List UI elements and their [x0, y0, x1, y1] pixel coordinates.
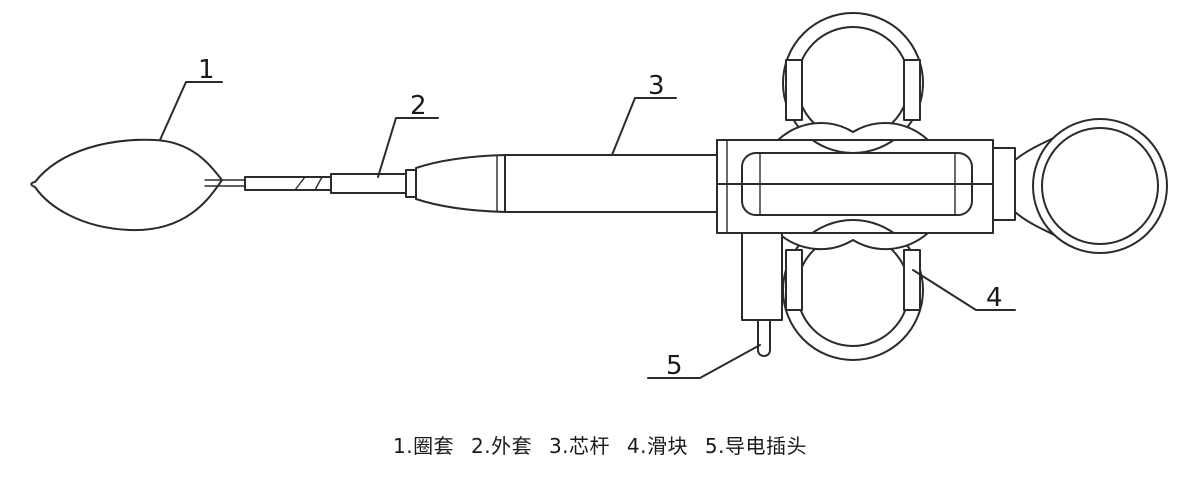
callout-4: 4 [986, 283, 1003, 313]
slider [777, 219, 929, 361]
callout-3: 3 [648, 71, 665, 101]
snare-loop [30, 138, 246, 232]
callout-5: 5 [666, 351, 683, 381]
leader-line-1 [159, 81, 223, 141]
callout-2: 2 [410, 91, 427, 121]
legend-item-5: 5.导电插头 [704, 434, 807, 458]
legend-item-1: 1.圈套 [393, 434, 455, 458]
leader-line-3 [611, 97, 677, 156]
leader-lines [159, 81, 1016, 379]
outer-sheath [244, 169, 417, 198]
leader-line-4 [912, 269, 1016, 311]
handle-body [716, 139, 994, 234]
legend-item-4: 4.滑块 [626, 434, 688, 458]
legend-item-3: 3.芯杆 [548, 434, 611, 458]
leader-line-2 [377, 117, 439, 178]
top-finger-ring [777, 12, 929, 154]
core-rod [415, 154, 718, 213]
leader-line-5 [647, 344, 761, 379]
thumb-ring [992, 118, 1168, 254]
electrical-connector [741, 232, 783, 357]
legend-item-2: 2.外套 [471, 434, 533, 458]
callout-1: 1 [198, 55, 215, 85]
legend: 1.圈套 2.外套 3.芯杆 4.滑块 5.导电插头 [0, 430, 1200, 459]
